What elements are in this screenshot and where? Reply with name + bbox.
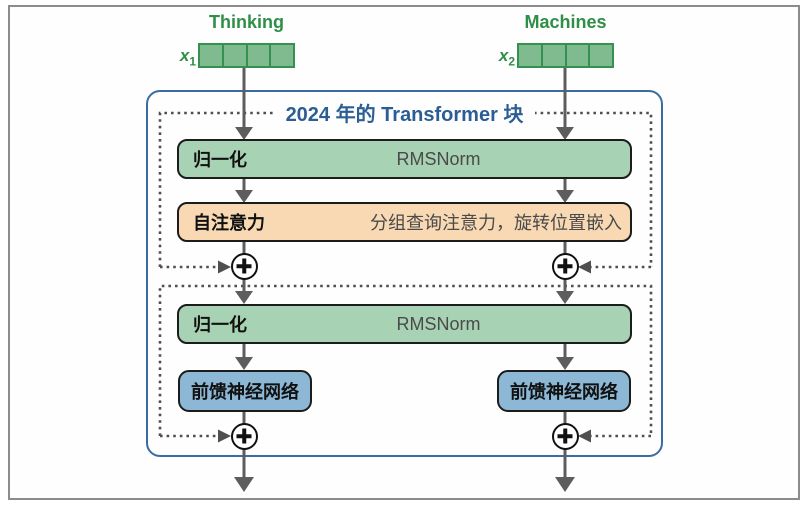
self-attention-method: 分组查询注意力，旋转位置嵌入 (370, 213, 622, 233)
embedding-cell (200, 45, 224, 66)
ffn-right-box: 前馈神经网络 (497, 370, 631, 412)
norm1-bar: 归一化 RMSNorm (177, 139, 632, 179)
residual-add-icon (551, 422, 579, 450)
token-label-thinking: Thinking (209, 12, 284, 32)
self-attention-label: 自注意力 (193, 213, 265, 233)
ffn-left-box: 前馈神经网络 (178, 370, 312, 412)
residual-add-icon (551, 252, 579, 280)
residual-add-icon (230, 422, 258, 450)
input-var-x2: x2 (498, 46, 515, 69)
norm1-label: 归一化 (193, 150, 247, 170)
norm2-label: 归一化 (193, 315, 247, 335)
embedding-cell (566, 45, 591, 66)
embedding-cell (223, 45, 248, 66)
residual-add-icon (230, 252, 258, 280)
self-attention-bar: 自注意力 分组查询注意力，旋转位置嵌入 (177, 202, 632, 242)
token-label-machines: Machines (524, 12, 607, 32)
embedding-cell (271, 45, 293, 66)
embedding-vector-x1 (198, 43, 295, 68)
embedding-cell (247, 45, 272, 66)
norm2-bar: 归一化 RMSNorm (177, 304, 632, 344)
embedding-vector-x2 (517, 43, 614, 68)
norm1-method: RMSNorm (396, 148, 481, 169)
embedding-cell (590, 45, 612, 66)
norm2-method: RMSNorm (396, 313, 481, 334)
embedding-cell (519, 45, 543, 66)
embedding-cell (542, 45, 567, 66)
transformer-block-outline (146, 90, 663, 457)
input-var-x1: x1 (179, 46, 196, 69)
